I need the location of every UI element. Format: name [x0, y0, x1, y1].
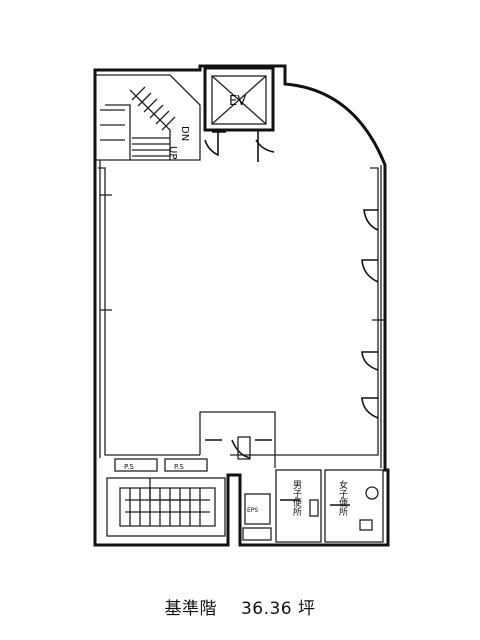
elevator-shaft — [203, 66, 275, 132]
area-value: 36.36 — [240, 599, 293, 619]
area-unit: 坪 — [298, 599, 316, 619]
wc-female — [324, 469, 384, 543]
ps-label-1: P.S — [124, 463, 134, 471]
right-door-4 — [361, 397, 379, 419]
lower-stair — [106, 477, 226, 537]
wc-male-label: 男子便所 — [291, 480, 302, 517]
wc-female-label: 女子便所 — [337, 479, 348, 517]
elevator-label: EV — [229, 94, 246, 109]
ps-box-1 — [114, 458, 158, 472]
eps-base — [242, 527, 272, 541]
elevator-side-door — [255, 130, 275, 162]
right-door-3 — [361, 351, 379, 371]
right-door-1 — [363, 209, 379, 231]
stair-dn-label: DN — [179, 126, 190, 141]
outer-wall — [93, 64, 390, 547]
ps-box-2 — [164, 458, 208, 472]
eps-label: EPS — [247, 507, 258, 514]
floor-plan: DN UP EV P.S P.S EPS 男 — [93, 64, 390, 547]
stair-up-label: UP — [167, 146, 178, 159]
floor-caption: 基準階 36.36 坪 — [0, 594, 480, 624]
eps-box — [244, 493, 271, 525]
lower-core — [199, 411, 276, 468]
right-door-2 — [361, 259, 379, 283]
main-room-wall — [98, 167, 379, 456]
ps-label-2: P.S — [174, 463, 184, 471]
floor-name: 基準階 — [164, 599, 217, 619]
upper-stair — [95, 74, 201, 161]
wc-male — [275, 469, 322, 543]
elevator-door — [204, 130, 226, 157]
